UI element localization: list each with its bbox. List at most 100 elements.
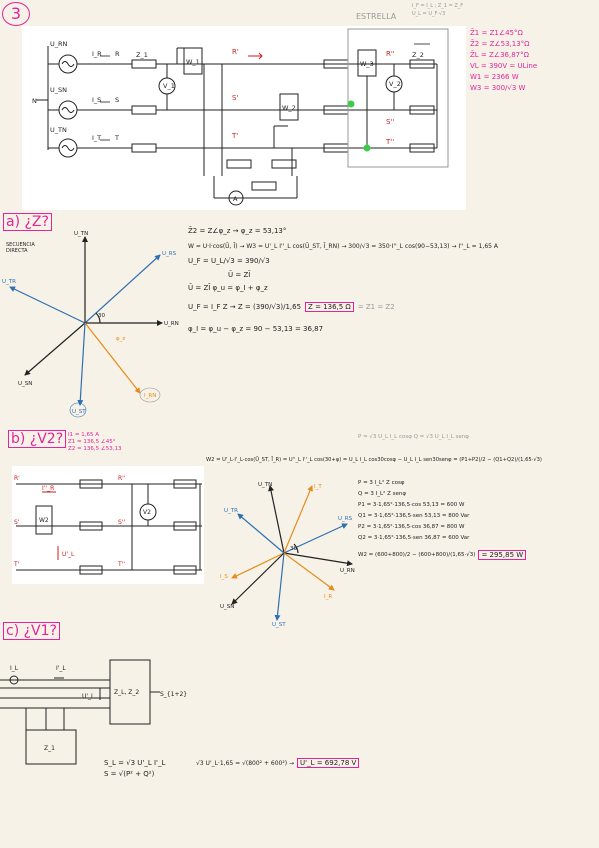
phasor-diagram-b: U_TN U_TR I_T U_RS U_RN I_S U_ST U_SN I_… xyxy=(220,482,355,628)
current-label-r: I_R xyxy=(92,50,102,58)
page-number: 3 xyxy=(10,4,22,23)
node-r1: R' xyxy=(232,48,239,56)
part-b-lines: P = 3 I_L² Z cosφ Q = 3 I_L² Z senφ P1 =… xyxy=(358,478,527,560)
equation-line: Q = 3 I_L² Z senφ xyxy=(358,491,406,497)
equation-line: S = √(P² + Q²) xyxy=(104,770,155,778)
estrella-note-1: I_F = I_L ; Z_1 = Z_F xyxy=(412,3,464,9)
part-c-equations: S_L = √3 U'_L I'_L S = √(P² + Q²) xyxy=(104,758,165,780)
phasor-label: U_TR xyxy=(224,508,238,514)
part-b-title: b) ¿V2? xyxy=(8,430,67,448)
estrella-label: ESTRELLA xyxy=(356,12,397,21)
given-line: W1 = 2366 W xyxy=(470,73,519,81)
phasor-label: I_RN xyxy=(144,393,156,399)
node-s1: S' xyxy=(232,94,238,102)
given-line: Z2 = 136,5 ∠53,13 xyxy=(68,446,122,452)
phasor-label: I_R xyxy=(324,594,332,600)
load-label-1: Z_1 xyxy=(136,51,148,59)
part-b-main-eq: W2 = U'_L·I'_L·cos(Ū_ST, Ī_R) = U''_L I'… xyxy=(206,457,542,463)
equation-line: Ū = ZĪ xyxy=(228,271,251,279)
neutral-label: N xyxy=(32,97,37,105)
src-label-sn: U_SN xyxy=(50,86,67,94)
equation-line: Z̄2 = Z∠φ_z → φ_z = 53,13° xyxy=(188,227,287,235)
src-label-rn: U_RN xyxy=(50,40,68,48)
part-c-diagram: I_L I'_L U'_L Z_L, Z_2 S_{1+2} Z_1 xyxy=(0,659,187,765)
w2-row: W2 = (600+800)/2 − (600+800)/(1,65·√3) =… xyxy=(358,550,527,560)
equation-line: Q2 = 3·1,65²·136,5·sen 36,87 = 600 Var xyxy=(358,535,470,541)
part-c-result: U'_L = 692,78 V xyxy=(297,758,360,768)
given-line: I1 = 1,65 A xyxy=(68,432,99,438)
angle-label: 30 xyxy=(98,313,105,319)
equation-line: W = U·I·cos(Ū, Ī) → W3 = U'_L I''_L cos(… xyxy=(188,243,498,250)
part-a-note: SECUENCIA DIRECTA xyxy=(6,242,35,254)
equation-line: P2 = 3·1,65²·136,5·cos 36,87 = 800 W xyxy=(358,524,465,530)
node-label: R' xyxy=(14,475,20,482)
meter-w3: W_3 xyxy=(360,60,374,68)
node-r2: R'' xyxy=(386,50,395,58)
equation-line: U_F = I_F Z → Z = (390/√3)/1,65 xyxy=(188,303,302,311)
phi-label: φ_z xyxy=(116,336,125,342)
part-a-equations: Z̄2 = Z∠φ_z → φ_z = 53,13° W = U·I·cos(Ū… xyxy=(188,224,498,337)
phi-line: φ_I = φ_u − φ_z = 90 − 53,13 = 36,87 xyxy=(188,325,324,333)
meter-w2: W_2 xyxy=(282,104,296,112)
given-line: Z1 = 136,5 ∠45° xyxy=(68,439,116,445)
given-line: W3 = 300/√3 W xyxy=(470,84,526,92)
meter-w1: W_1 xyxy=(186,58,200,66)
part-c-solve-row: √3 U'_L·1,65 = √(800² + 600²) → U'_L = 6… xyxy=(196,758,360,768)
given-line: VL = 390V = ULine xyxy=(470,62,538,70)
given-line: Z̄1 = Z1∠45°Ω xyxy=(470,29,523,37)
given-line: Z̄L = Z∠36,87°Ω xyxy=(470,51,529,59)
load-label-2: Z_2 xyxy=(412,51,424,59)
circuit-panel xyxy=(22,26,466,210)
part-b-givens: I1 = 1,65 A Z1 = 136,5 ∠45° Z2 = 136,5 ∠… xyxy=(68,432,122,453)
angle-label: 30 xyxy=(290,546,297,552)
equation-line: P = 3 I_L² Z cosφ xyxy=(358,480,405,486)
current-label-s: I_S xyxy=(92,96,101,104)
phasor-label: U_TN xyxy=(74,231,88,237)
phasor-label: U_ST xyxy=(272,622,286,628)
phase-label-t: T xyxy=(114,134,119,142)
meter-v2: V_2 xyxy=(389,80,401,88)
z-result-note: = Z1 = Z2 xyxy=(357,303,395,311)
givens-list: Z̄1 = Z1∠45°Ω Z̄2 = Z∠53,13°Ω Z̄L = Z∠36… xyxy=(470,28,537,94)
equation-line: P1 = 3·1,65²·136,5·cos 53,13 = 600 W xyxy=(358,502,465,508)
part-a-title: a) ¿Z? xyxy=(3,213,52,231)
meter-label: V2 xyxy=(143,509,151,516)
meter-a: A xyxy=(233,195,238,203)
phasor-label: U_SN xyxy=(18,381,32,387)
part-c-solve: √3 U'_L·1,65 = √(800² + 600²) → xyxy=(196,759,295,767)
node-s2: S'' xyxy=(386,118,394,126)
w2-formula: W2 = (600+800)/2 − (600+800)/(1,65·√3) xyxy=(358,552,476,558)
phasor-label: U_ST xyxy=(72,409,86,415)
diagram-label: U'_L xyxy=(82,693,95,700)
page-number-circle: 3 xyxy=(2,2,30,26)
diagram-label: S_{1+2} xyxy=(160,691,187,698)
node-label: T' xyxy=(13,561,20,568)
main-circuit-diagram: U_RN U_SN U_TN I_R I_S I_T R S T N Z_1 Z… xyxy=(32,28,449,206)
phasor-label: U_RS xyxy=(162,251,177,257)
phasor-diagram-a: U_TN U_RS U_TR U_RN U_SN U_ST I_RN 30 φ_… xyxy=(2,231,179,418)
phasor-label: U_RN xyxy=(340,568,355,574)
diagram-label: I_L xyxy=(10,665,19,672)
phase-label-s: S xyxy=(115,96,119,104)
diagram-label: I'_L xyxy=(56,665,66,672)
equation-line: Ū = ZĪ φ_u = φ_I + φ_z xyxy=(188,284,268,292)
diagram-label: Z_L, Z_2 xyxy=(114,689,139,696)
equation-line: U_F = U_L/√3 = 390/√3 xyxy=(188,257,270,265)
equation-line: Q1 = 3·1,65²·136,5·sen 53,13 = 800 Var xyxy=(358,513,470,519)
equation-line: S_L = √3 U'_L I'_L xyxy=(104,759,166,767)
node-t1: T' xyxy=(231,132,238,140)
part-b-circuit: R' S' T' R'' S'' T'' I''_R U'_L W2 V2 xyxy=(13,475,202,575)
phase-label-r: R xyxy=(115,50,120,58)
phasor-label: U_TR xyxy=(2,279,16,285)
z-result: Z = 136,5 Ω xyxy=(305,302,354,312)
meter-label: W2 xyxy=(39,517,49,524)
phasor-label: U_TN xyxy=(258,482,272,488)
given-line: Z̄2 = Z∠53,13°Ω xyxy=(470,40,530,48)
voltage-label: U'_L xyxy=(62,551,75,558)
phasor-label: U_RS xyxy=(338,516,353,522)
src-label-tn: U_TN xyxy=(50,126,67,134)
node-label: T'' xyxy=(117,561,125,568)
part-c-title: c) ¿V1? xyxy=(3,622,60,640)
part-b-circuit-panel xyxy=(12,466,204,584)
node-label: S' xyxy=(14,519,20,526)
